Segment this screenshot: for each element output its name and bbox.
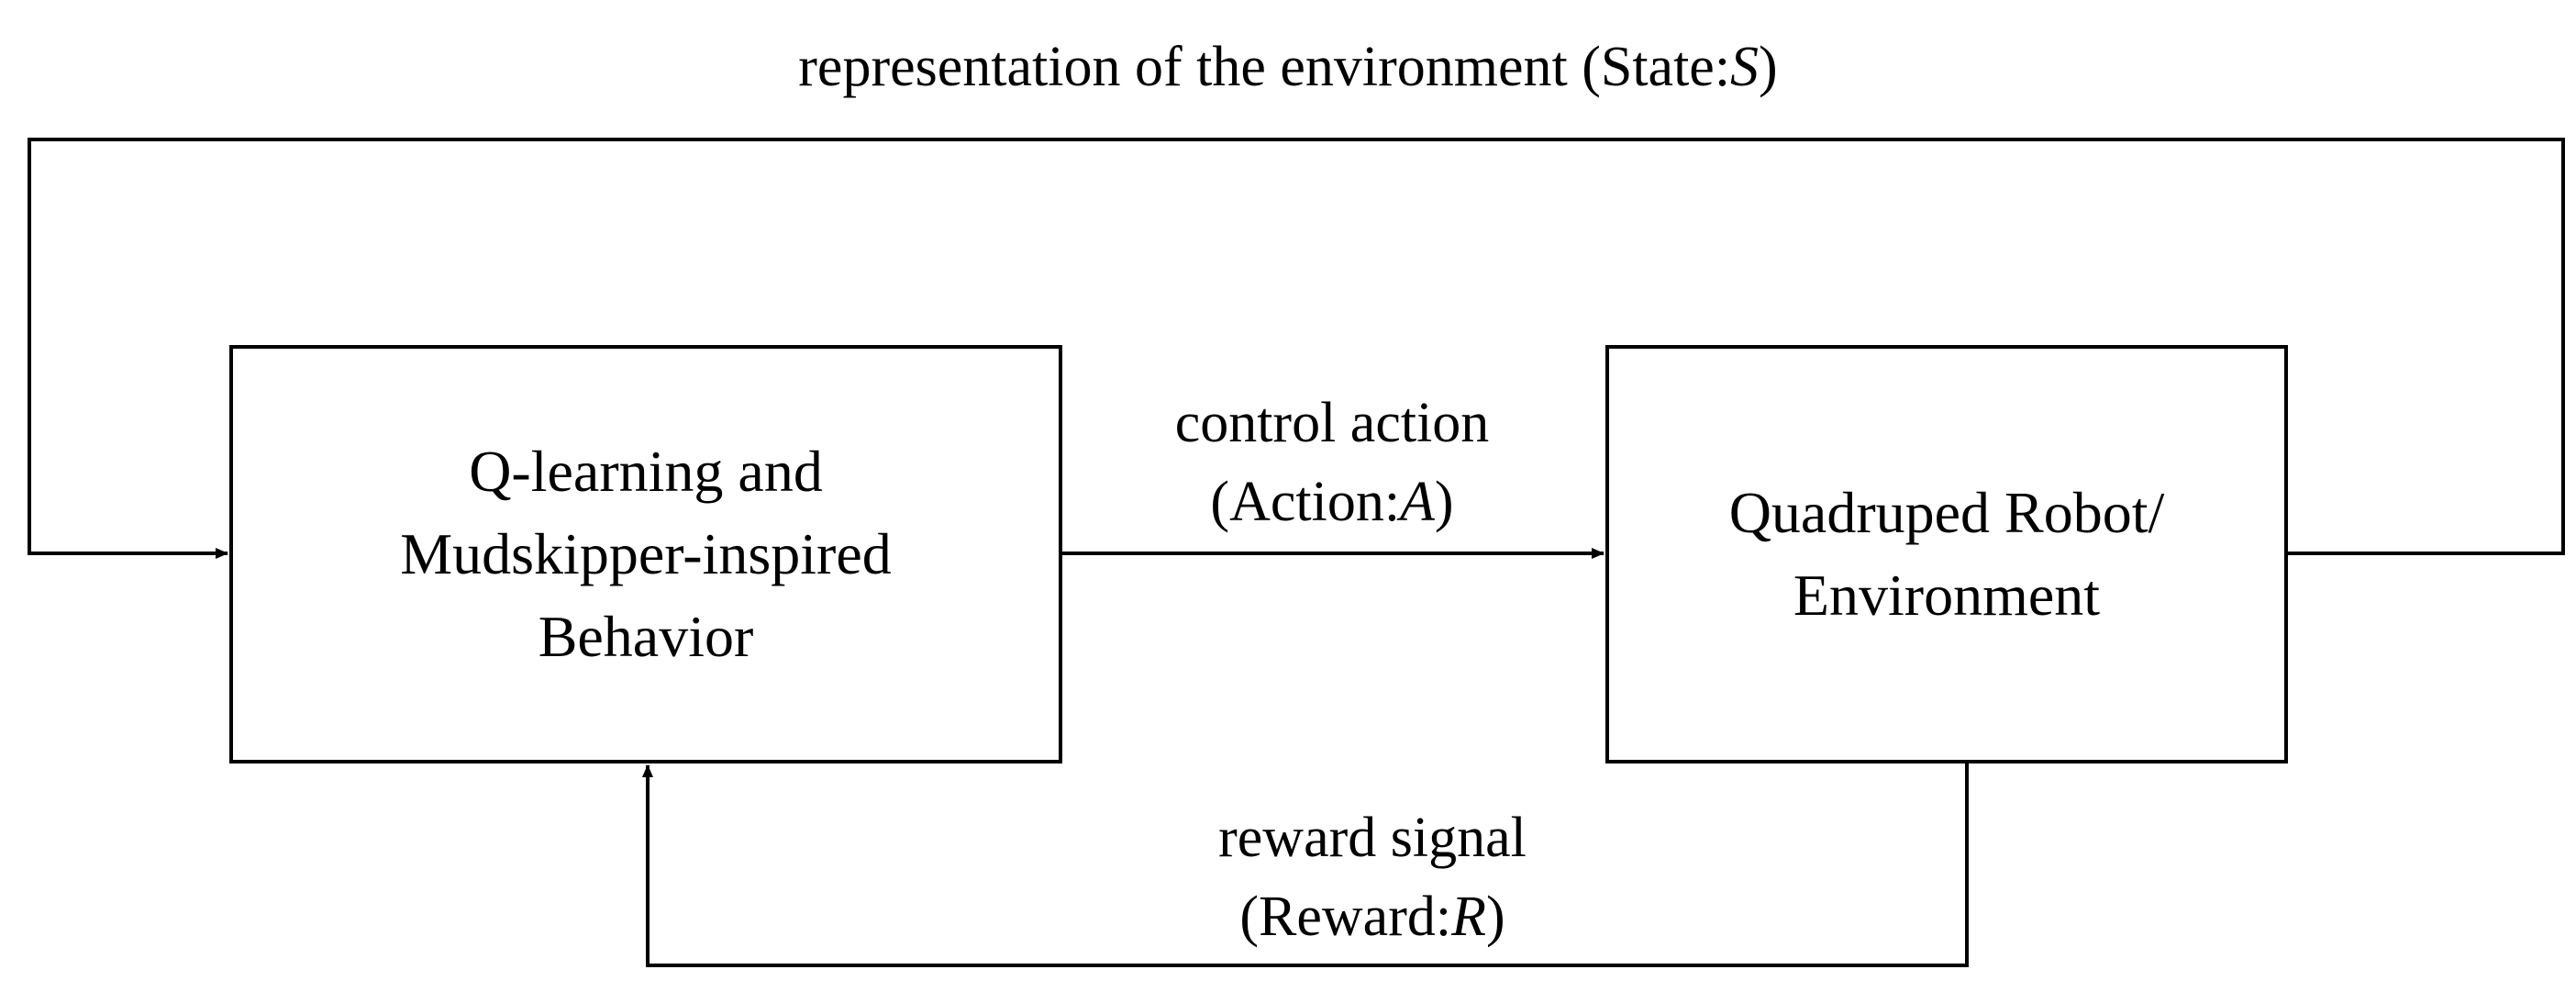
left-box-line-1: Q-learning and: [469, 439, 823, 504]
reward-label-prefix: (Reward:: [1239, 886, 1452, 948]
left-box-text: Q-learning and Mudskipper-inspired Behav…: [231, 347, 1060, 762]
state-label-suffix: ): [1759, 36, 1778, 98]
action-label: control action (Action:A): [1060, 384, 1604, 541]
action-label-suffix: ): [1434, 471, 1454, 533]
reward-label-suffix: ): [1485, 886, 1505, 948]
action-label-var: A: [1400, 471, 1435, 533]
reward-label: reward signal (Reward:R): [1097, 798, 1648, 956]
action-label-line1: control action: [1174, 392, 1490, 454]
reward-label-line2: (Reward:R): [1097, 877, 1648, 956]
reward-label-var: R: [1451, 886, 1486, 948]
state-label-prefix: representation of the environment (State…: [798, 36, 1731, 98]
right-box-text: Quadruped Robot/ Environment: [1607, 347, 2286, 762]
action-label-line2: (Action:A): [1060, 462, 1604, 541]
right-box-line-2: Environment: [1793, 563, 2101, 628]
state-feedback-arrow: [28, 138, 2565, 559]
state-label-var: S: [1730, 36, 1760, 98]
state-label: representation of the environment (State…: [0, 28, 2576, 106]
action-label-prefix: (Action:: [1210, 471, 1401, 533]
left-box-line-3: Behavior: [538, 604, 754, 669]
reward-label-line1: reward signal: [1218, 807, 1527, 869]
right-box-line-1: Quadruped Robot/: [1728, 480, 2165, 545]
reward-feedback-arrow: [642, 762, 1969, 967]
left-box-line-2: Mudskipper-inspired: [400, 521, 892, 586]
